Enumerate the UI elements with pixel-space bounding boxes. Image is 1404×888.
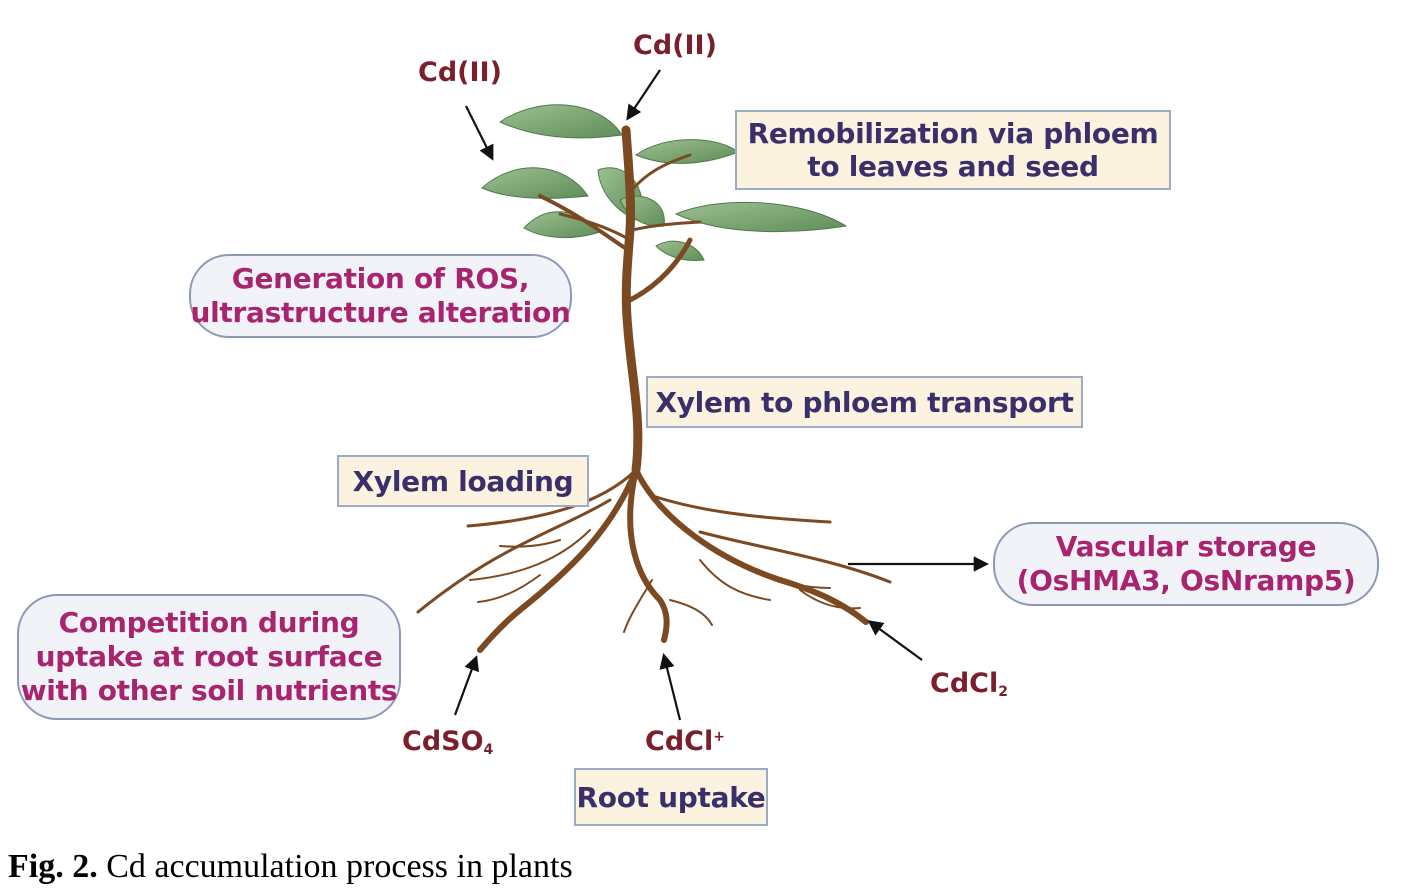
xylem-loading-label: Xylem loading (352, 464, 574, 498)
arrow-cdso4 (453, 655, 479, 716)
competition-line-1: Competition during (58, 606, 360, 639)
cdcl-plus-superscript: + (713, 729, 725, 745)
vascular-storage-line-2: (OsHMA3, OsNramp5) (1016, 564, 1356, 597)
cdcl2-base: CdCl (930, 668, 999, 699)
leaf (674, 201, 848, 233)
xylem-loading-box: Xylem loading (337, 455, 589, 507)
arrow-cdcl2 (867, 620, 923, 661)
root-uptake-box: Root uptake (574, 768, 768, 826)
cd-ii-top-label: Cd(II) (633, 30, 717, 61)
cdso4-label: CdSO4 (402, 726, 493, 758)
arrow-cdcl-plus (659, 653, 682, 721)
leaf (481, 167, 589, 199)
leaf (498, 104, 623, 139)
cd-ii-left-label: Cd(II) (418, 57, 502, 88)
leaf (655, 240, 705, 261)
remobilization-box: Remobilization via phloem to leaves and … (735, 110, 1171, 190)
roots (416, 467, 892, 653)
competition-line-2: uptake at root surface (35, 640, 383, 673)
figure-caption: Fig. 2. Cd accumulation process in plant… (8, 848, 573, 886)
xylem-to-phloem-label: Xylem to phloem transport (655, 385, 1074, 419)
arrow-cd-left (465, 105, 494, 161)
cdso4-base: CdSO (402, 726, 484, 757)
competition-line-3: with other soil nutrients (20, 674, 398, 707)
vascular-storage-box: Vascular storage (OsHMA3, OsNramp5) (993, 522, 1379, 606)
cdcl2-label: CdCl2 (930, 668, 1008, 700)
cdso4-subscript: 4 (483, 742, 494, 758)
vascular-storage-line-1: Vascular storage (1055, 530, 1317, 563)
cdcl-plus-base: CdCl (645, 726, 714, 757)
cdcl-plus-label: CdCl+ (645, 726, 725, 757)
cdcl2-subscript: 2 (998, 684, 1008, 700)
leaf (634, 139, 739, 164)
xylem-to-phloem-box: Xylem to phloem transport (646, 376, 1083, 428)
remobilization-line-2: to leaves and seed (807, 150, 1099, 183)
stem (538, 125, 702, 475)
cd-ii-left-text: Cd(II) (418, 57, 502, 88)
arrows (453, 69, 990, 721)
ros-line-2: ultrastructure alteration (190, 296, 571, 329)
remobilization-line-1: Remobilization via phloem (747, 117, 1159, 150)
ros-line-1: Generation of ROS, (231, 262, 530, 295)
cd-ii-top-text: Cd(II) (633, 30, 717, 61)
figure-caption-text: Cd accumulation process in plants (106, 848, 573, 885)
figure-caption-label: Fig. 2. (8, 848, 98, 885)
ros-box: Generation of ROS, ultrastructure altera… (189, 254, 572, 338)
root-uptake-label: Root uptake (576, 780, 766, 814)
competition-box: Competition during uptake at root surfac… (17, 594, 401, 720)
arrow-cd-top (626, 69, 661, 121)
